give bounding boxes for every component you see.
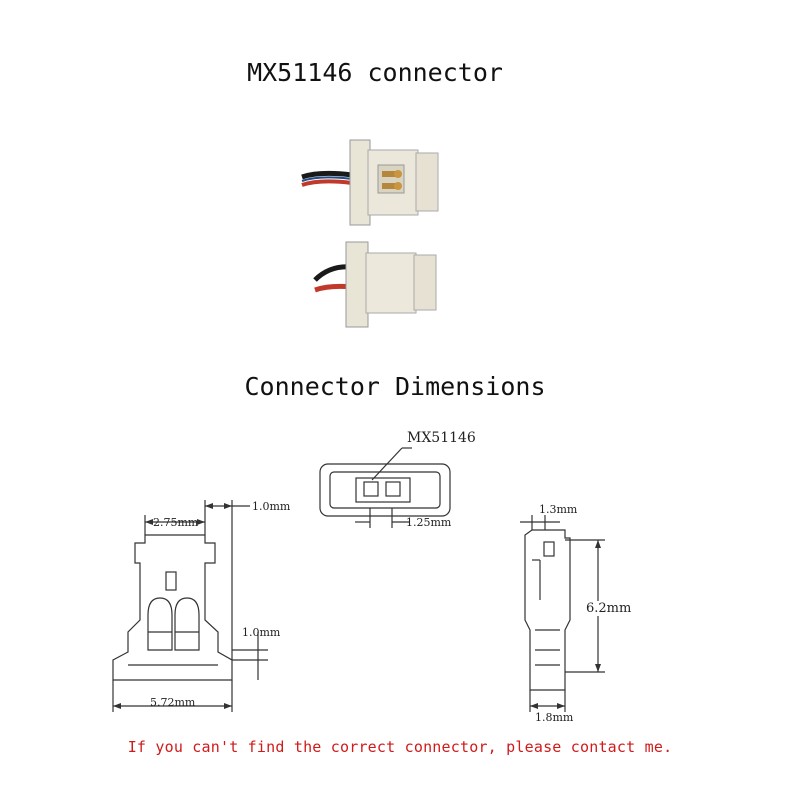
dim-front-base-width: 5.72mm — [150, 696, 196, 709]
dim-side-base: 1.8mm — [535, 711, 574, 724]
side-view-outline — [520, 515, 605, 712]
contact-note: If you can't find the correct connector,… — [127, 738, 673, 756]
dim-side-top: 1.3mm — [539, 503, 578, 516]
dim-front-side-offset: 1.0mm — [242, 626, 281, 639]
page-title: MX51146 connector — [247, 58, 503, 87]
part-label: MX51146 — [407, 430, 476, 446]
dim-top-pitch: 1.25mm — [406, 516, 452, 529]
connector-photo-bottom — [313, 241, 437, 328]
connector-photo — [301, 139, 439, 328]
dim-front-width-top: 2.75mm — [153, 516, 199, 529]
connector-photo-top — [301, 139, 439, 226]
front-view-outline — [112, 500, 268, 712]
dim-side-height: 6.2mm — [586, 601, 632, 616]
dim-front-top-offset: 1.0mm — [252, 500, 291, 513]
section-title: Connector Dimensions — [244, 372, 546, 401]
top-view-outline — [319, 447, 451, 528]
